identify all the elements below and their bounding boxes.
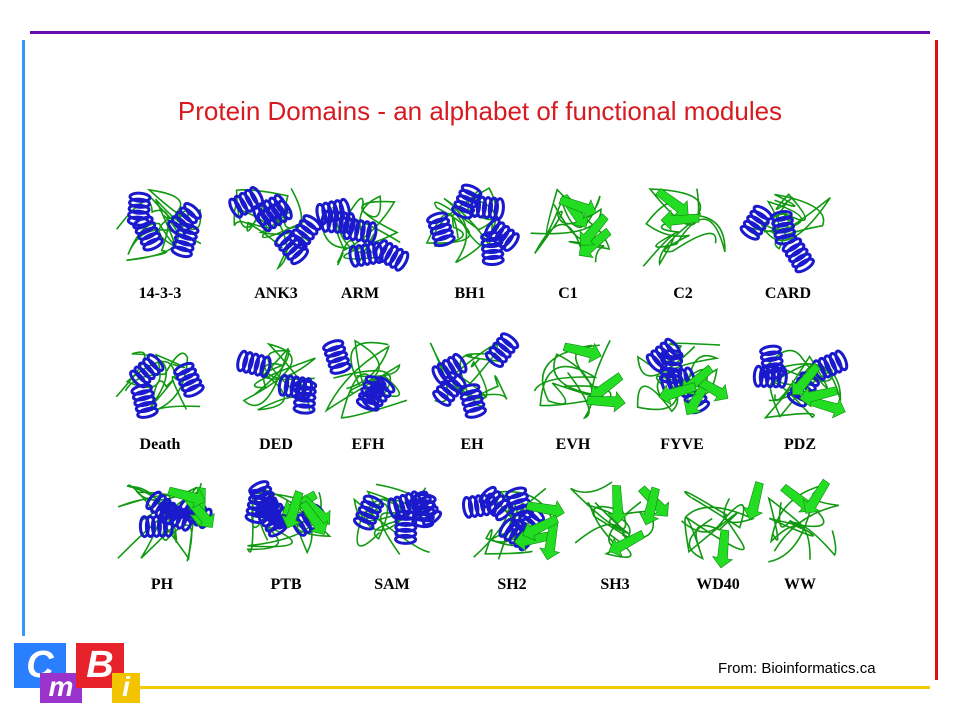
domain-structure-image (740, 328, 860, 428)
domain-structure-image (452, 472, 572, 572)
protein-ribbon-drawing (322, 339, 408, 419)
domain-label: SH2 (497, 576, 527, 593)
protein-ribbon-drawing (739, 193, 831, 274)
protein-ribbon-drawing (680, 481, 764, 569)
domain-label: C2 (673, 285, 693, 302)
domain-structure-image (513, 328, 633, 428)
protein-ribbon-drawing (117, 482, 215, 562)
domain-structure-image (412, 328, 532, 428)
cmbi-logo: C m B i (14, 643, 144, 705)
domain-structure-image (216, 328, 336, 428)
protein-ribbon-drawing (352, 483, 443, 555)
protein-ribbon-drawing (315, 195, 410, 272)
domain-label: Death (139, 436, 181, 453)
bottom-border-line (140, 686, 930, 689)
domain-label: PH (150, 576, 174, 593)
protein-ribbon-drawing (752, 344, 849, 419)
protein-ribbon-drawing (425, 183, 520, 267)
domain-label: WW (784, 576, 816, 593)
logo-m-tile: m (40, 673, 82, 703)
protein-ribbon-drawing (570, 481, 670, 558)
left-border-line (22, 40, 25, 636)
protein-ribbon-drawing (429, 332, 520, 419)
protein-ribbon-drawing (236, 342, 318, 415)
domain-label: EH (460, 436, 484, 453)
domain-label: BH1 (454, 285, 486, 302)
domain-structure-image (410, 178, 530, 278)
protein-ribbon-drawing (244, 480, 332, 555)
right-border-line (935, 40, 938, 680)
domain-label: SAM (374, 576, 410, 593)
domain-structure-image (100, 328, 220, 428)
protein-ribbon-drawing (530, 188, 612, 263)
protein-ribbon-drawing (636, 337, 729, 416)
domain-structure-image (308, 328, 428, 428)
domain-structure-image (100, 178, 220, 278)
logo-i-tile: i (112, 673, 140, 703)
domain-structure-image (622, 328, 742, 428)
protein-ribbon-drawing (115, 351, 205, 419)
domain-structure-image (300, 178, 420, 278)
domain-structure-image (102, 472, 222, 572)
protein-ribbon-drawing (462, 485, 565, 561)
protein-ribbon-drawing (767, 478, 839, 563)
protein-ribbon-drawing (642, 188, 726, 267)
domain-label: EVH (555, 436, 591, 453)
domain-label: DED (259, 436, 293, 453)
domain-structure-image (555, 472, 675, 572)
slide-title: Protein Domains - an alphabet of functio… (177, 96, 783, 126)
domain-structure-image (216, 178, 336, 278)
domain-structure-image (332, 472, 452, 572)
domain-label: CARD (764, 285, 812, 302)
source-credit: From: Bioinformatics.ca (718, 660, 876, 677)
domain-label: PTB (270, 576, 302, 593)
domain-structure-image (740, 472, 860, 572)
domain-structure-image (658, 472, 778, 572)
domain-structure-image (508, 178, 628, 278)
domain-label: C1 (558, 285, 578, 302)
protein-ribbon-drawing (116, 188, 202, 262)
domain-label: SH3 (600, 576, 630, 593)
domain-label: PDZ (784, 436, 816, 453)
domain-structure-image (623, 178, 743, 278)
domain-structure-image (728, 178, 848, 278)
top-border-line (30, 31, 930, 34)
domain-label: ANK3 (254, 285, 298, 302)
domain-structure-image (226, 472, 346, 572)
domain-label: ARM (340, 285, 380, 302)
protein-ribbon-drawing (533, 339, 626, 420)
protein-ribbon-drawing (228, 186, 323, 271)
domain-label: WD40 (696, 576, 740, 593)
domain-label: EFH (351, 436, 385, 453)
domain-label: 14-3-3 (138, 285, 182, 302)
domain-label: FYVE (660, 436, 704, 453)
